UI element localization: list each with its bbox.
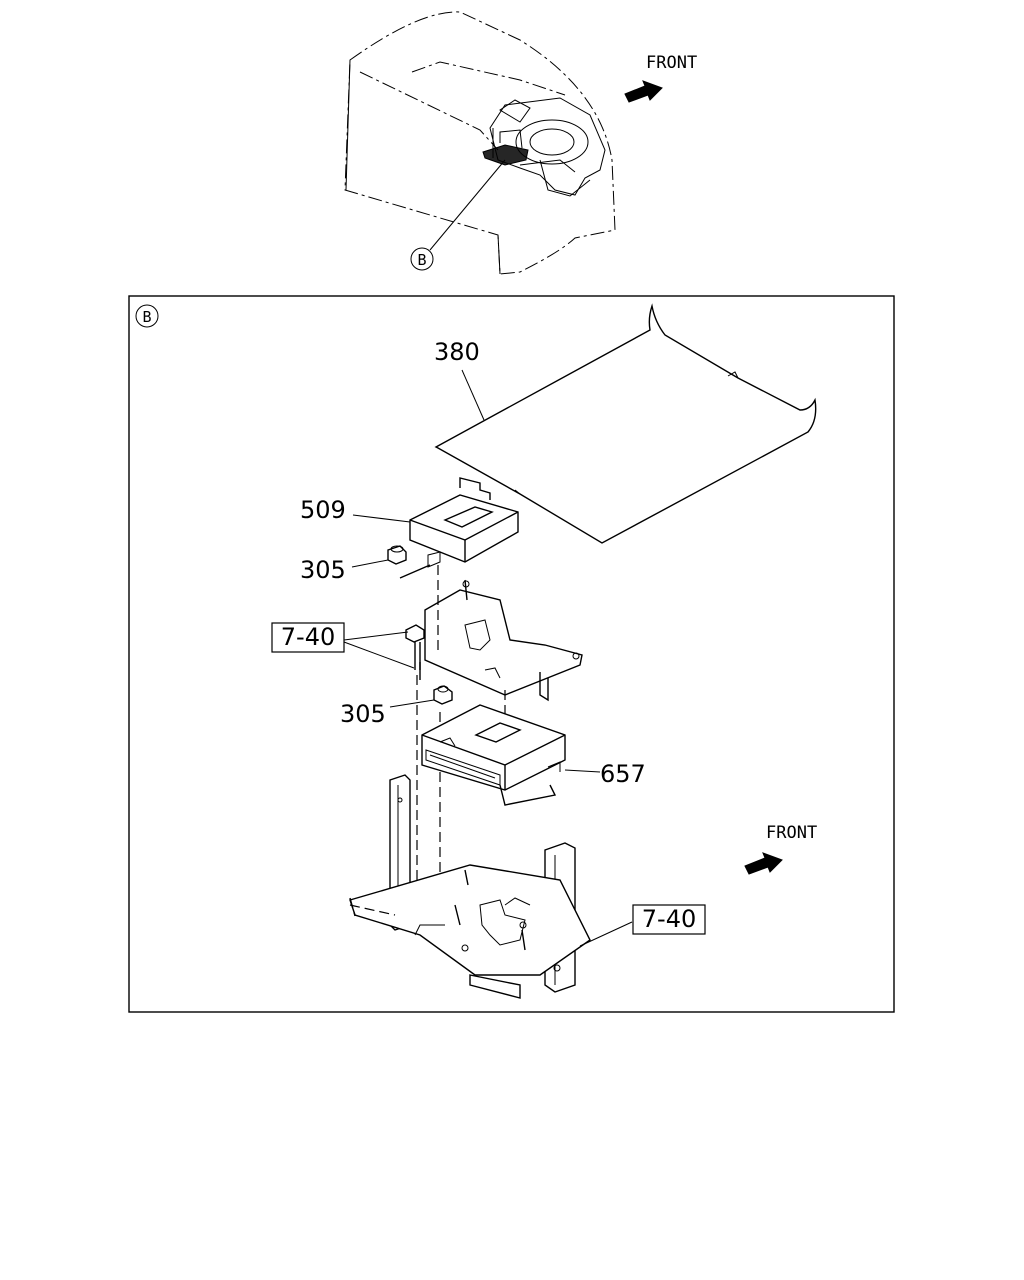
upper-bracket-plate	[419, 579, 583, 702]
part-label-509: 509	[300, 496, 346, 524]
part-380-mat: 380	[434, 303, 817, 544]
part-305-upper-nut: 305	[300, 545, 407, 584]
ref-label-7-40-lower: 7-40	[642, 905, 696, 933]
part-305-lower-nut: 305	[340, 685, 453, 728]
ref-7-40-upper: 7-40	[271, 622, 425, 670]
part-label-657: 657	[600, 760, 646, 788]
lower-mounting-frame	[349, 774, 591, 999]
part-label-305-lower: 305	[340, 700, 386, 728]
overview-callout-b: B	[410, 247, 434, 271]
part-label-380: 380	[434, 338, 480, 366]
overview-front-label: FRONT	[646, 53, 697, 73]
svg-text:B: B	[417, 251, 426, 269]
part-657-unit: 657	[421, 704, 646, 806]
front-arrow-icon	[744, 852, 783, 875]
overview-callout-leader	[429, 159, 506, 251]
dashboard-assembly	[482, 97, 606, 197]
part-509-unit: 509	[300, 477, 519, 579]
detail-front-label: FRONT	[766, 823, 817, 843]
ref-7-40-lower: 7-40	[579, 904, 706, 947]
front-arrow-icon	[624, 80, 663, 103]
svg-text:B: B	[142, 308, 151, 326]
detail-view-label: B	[135, 304, 159, 328]
overview-front-indicator: FRONT	[624, 53, 697, 103]
part-label-305-upper: 305	[300, 556, 346, 584]
detail-frame	[128, 295, 895, 1013]
overview-cab-view: B FRONT	[344, 11, 697, 275]
detail-front-indicator: FRONT	[744, 823, 817, 875]
ref-label-7-40-upper: 7-40	[281, 623, 335, 651]
